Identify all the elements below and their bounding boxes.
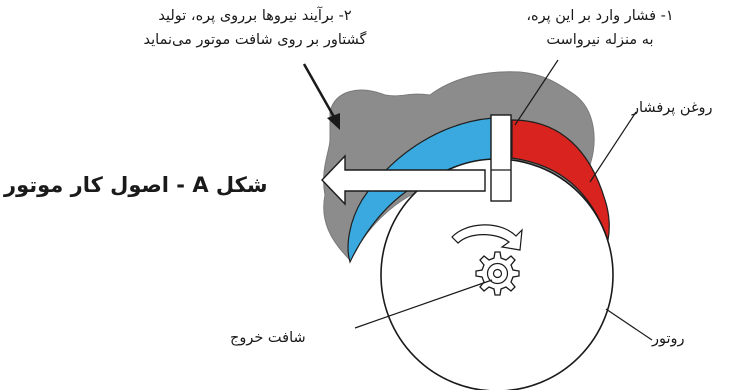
pressure-caption: ۱- فشار وارد بر این پره، به منزله نیرواس… xyxy=(505,4,695,52)
force-caption: ۲- برآیند نیروها برروی پره، تولید گشتاور… xyxy=(110,4,400,52)
leader-rotor xyxy=(606,309,652,340)
oil-label: روغن پرفشار xyxy=(632,96,713,120)
force-caption-line2: گشتاور بر روی شافت موتور می‌نماید xyxy=(110,28,400,52)
pressure-caption-line1: ۱- فشار وارد بر این پره، xyxy=(505,4,695,28)
shaft-label: شافت خروج xyxy=(230,326,306,350)
figure-title: شکل A - اصول کار موتور xyxy=(4,173,268,197)
leader-force xyxy=(304,64,338,124)
force-caption-line1: ۲- برآیند نیروها برروی پره، تولید xyxy=(110,4,400,28)
pressure-caption-line2: به منزله نیرواست xyxy=(505,28,695,52)
rotor-label: روتور xyxy=(652,327,685,351)
gear-icon xyxy=(476,252,519,295)
leader-oil xyxy=(590,112,636,182)
vane xyxy=(491,115,511,201)
